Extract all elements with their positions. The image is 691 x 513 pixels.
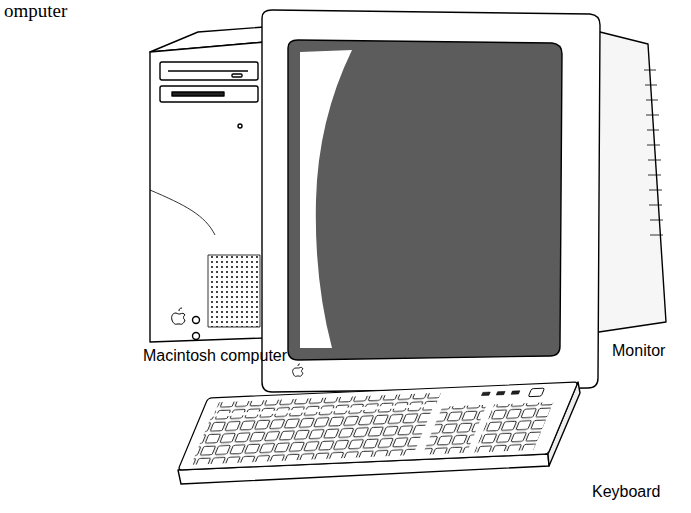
part-label: Monitor — [612, 341, 665, 360]
monitor-housing — [262, 10, 666, 402]
part-label: Macintosh computer — [143, 346, 287, 365]
caption-fragment: omputer — [4, 0, 67, 23]
part-label: Keyboard — [592, 482, 661, 501]
keyboard — [178, 382, 580, 484]
